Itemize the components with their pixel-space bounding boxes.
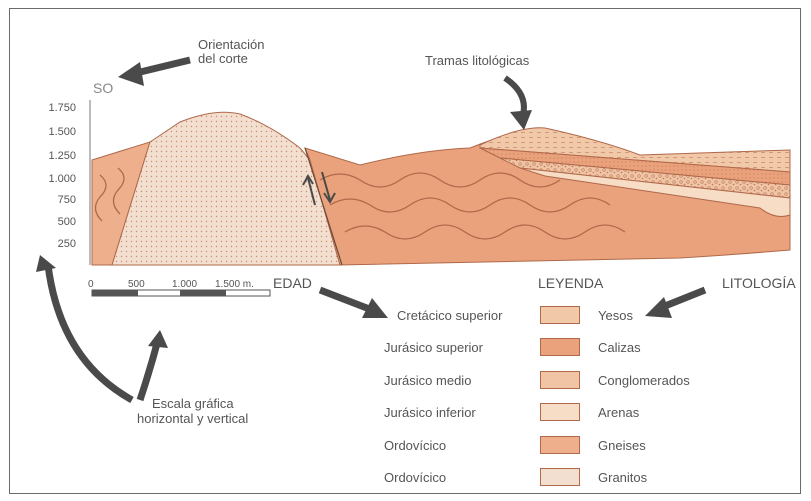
orientation-code: SO xyxy=(93,81,113,96)
orientation-arrowhead xyxy=(118,62,144,86)
legend-age-label: Jurásico inferior xyxy=(384,405,476,420)
legend-age-label: Ordovícico xyxy=(384,438,446,453)
legend-swatch-arenas xyxy=(540,403,580,421)
litologia-arrowhead xyxy=(645,297,672,318)
legend-swatch-conglomerados xyxy=(540,371,580,389)
scale-tick-label: 1.000 xyxy=(172,277,197,292)
tramas-label: Tramas litológicas xyxy=(425,53,529,68)
scale-arrow-right xyxy=(140,340,158,400)
legend-lithology-label: Granitos xyxy=(598,470,647,485)
y-tick-label: 1.500 xyxy=(42,126,76,138)
scale-arrowhead-right xyxy=(148,330,168,348)
legend-lithology-label: Conglomerados xyxy=(598,373,690,388)
edad-arrow xyxy=(320,290,372,310)
legend-swatch-yesos xyxy=(540,306,580,324)
y-tick-label: 250 xyxy=(42,238,76,250)
legend-swatch-granitos xyxy=(540,468,580,486)
scale-tick-label: 500 xyxy=(128,277,145,292)
legend-lithology-label: Calizas xyxy=(598,340,641,355)
scale-tick-label: 0 xyxy=(88,277,94,292)
granite-layer xyxy=(112,112,340,265)
legend-lithology-label: Gneises xyxy=(598,438,646,453)
legend-swatch-calizas xyxy=(540,338,580,356)
legend-age-label: Jurásico superior xyxy=(384,340,483,355)
orientation-annotation-line2: del corte xyxy=(198,51,248,66)
legend-age-label: Cretácico superior xyxy=(397,308,503,323)
scale-caption-line1: Escala gráfica xyxy=(152,396,234,411)
legend-age-label: Ordovícico xyxy=(384,470,446,485)
y-tick-label: 500 xyxy=(42,216,76,228)
litologia-header: LITOLOGÍA xyxy=(722,276,796,291)
leyenda-header: LEYENDA xyxy=(538,276,603,291)
legend-swatch-gneises xyxy=(540,436,580,454)
scale-caption-line2: horizontal y vertical xyxy=(137,411,248,426)
orientation-annotation-line1: Orientación xyxy=(198,37,264,52)
y-tick-label: 1.250 xyxy=(42,150,76,162)
edad-header: EDAD xyxy=(273,276,312,291)
y-tick-label: 1.000 xyxy=(42,173,76,185)
legend-lithology-label: Yesos xyxy=(598,308,633,323)
tramas-arrowhead xyxy=(510,110,532,130)
legend-lithology-label: Arenas xyxy=(598,405,639,420)
y-tick-label: 750 xyxy=(42,194,76,206)
scale-arrowhead-left xyxy=(36,255,56,272)
legend-age-label: Jurásico medio xyxy=(384,373,471,388)
y-tick-label: 1.750 xyxy=(42,102,76,114)
scale-tick-label: 1.500 m. xyxy=(215,277,254,292)
